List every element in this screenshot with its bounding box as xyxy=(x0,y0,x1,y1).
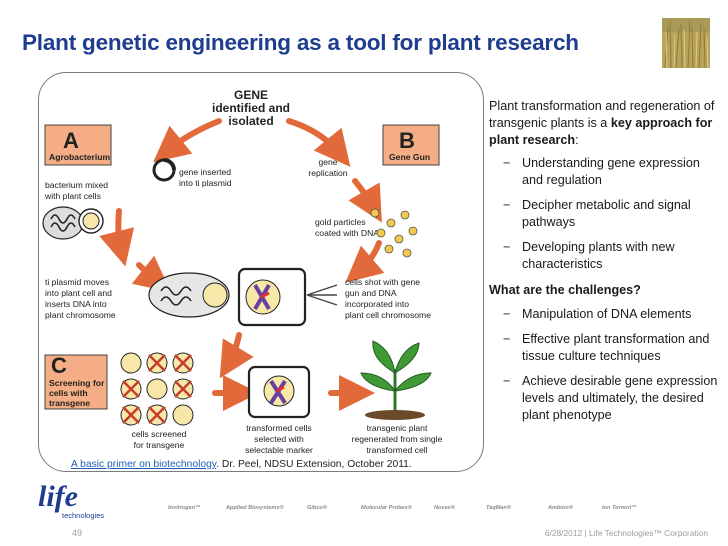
challenges-heading: What are the challenges? xyxy=(489,283,641,297)
bacteria-cell-icon xyxy=(42,206,104,240)
ti-plasmid-line-4: plant chromosome xyxy=(45,310,116,320)
brand-strip: Invitrogen™ Applied Biosystems® Gibco® M… xyxy=(162,505,722,515)
life-technologies-logo: life technologies xyxy=(36,478,136,527)
transgenic-plant-line-2: regenerated from single xyxy=(352,434,443,444)
transformed-cells-line-1: transformed cells xyxy=(246,423,311,433)
transgenic-plant-line-3: transformed cell xyxy=(366,445,427,455)
bullet-text: Understanding gene expression and regula… xyxy=(522,156,700,187)
transformation-diagram: GENE identified and isolated A Agrobacte… xyxy=(42,88,443,455)
wheat-field-image xyxy=(662,18,710,68)
brand-taqman: TaqMan® xyxy=(486,505,512,511)
transformed-cell-icon xyxy=(247,365,311,419)
gene-title-line-1: GENE xyxy=(234,88,268,102)
list-item: −Manipulation of DNA elements xyxy=(489,306,719,323)
box-b xyxy=(382,124,440,166)
list-item: −Developing plants with new characterist… xyxy=(489,239,719,273)
bullet-dash: − xyxy=(503,156,511,170)
box-c-label-1: Screening for xyxy=(49,378,105,388)
slide-title: Plant genetic engineering as a tool for … xyxy=(22,30,579,55)
brand-invitrogen: Invitrogen™ xyxy=(168,505,201,511)
transformed-cells-line-3: selectable marker xyxy=(245,445,313,455)
primer-link[interactable]: A basic primer on biotechnology xyxy=(71,459,217,470)
intro-paragraph: Plant transformation and regeneration of… xyxy=(489,98,719,149)
bacterium-mixed-line-2: with plant cells xyxy=(44,191,101,201)
gold-particles-line-2: coated with DNA xyxy=(315,228,379,238)
bullet-text: Decipher metabolic and signal pathways xyxy=(522,198,691,229)
gene-title-line-3: isolated xyxy=(228,114,273,128)
box-a xyxy=(44,124,112,166)
gene-replication-line-2: replication xyxy=(308,168,347,178)
ti-plasmid-line-1: ti plasmid moves xyxy=(45,277,109,287)
intro-bold: key approach for plant research xyxy=(489,116,713,147)
gold-particles-icon xyxy=(370,208,418,258)
box-c-letter: C xyxy=(51,353,67,378)
bullet-dash: − xyxy=(503,240,511,254)
gene-inserted-line-2: into ti plasmid xyxy=(179,178,232,188)
gene-replication-line-1: gene xyxy=(318,157,337,167)
box-b-letter: B xyxy=(399,128,415,153)
bullet-dash: − xyxy=(503,374,511,388)
source-caption: A basic primer on biotechnology. Dr. Pee… xyxy=(69,459,414,470)
flow-arrows xyxy=(99,118,385,411)
cells-screened-line-2: for transgene xyxy=(134,440,185,450)
bullet-dash: − xyxy=(503,198,511,212)
bullet-dash: − xyxy=(503,307,511,321)
svg-text:technologies: technologies xyxy=(62,511,104,520)
brand-ambion: Ambion® xyxy=(548,505,573,511)
brand-applied-biosystems: Applied Biosystems® xyxy=(226,505,284,511)
brand-novex: Novex® xyxy=(434,505,455,511)
box-b-label: Gene Gun xyxy=(389,152,430,162)
screening-grid-icon xyxy=(120,352,194,426)
box-a-label: Agrobacterium xyxy=(49,152,110,162)
plant-icon xyxy=(360,340,432,420)
diagram-frame: GENE identified and isolated A Agrobacte… xyxy=(38,72,484,472)
box-a-letter: A xyxy=(63,128,79,153)
page-number: 49 xyxy=(72,528,83,538)
bullet-text: Developing plants with new characteristi… xyxy=(522,240,675,271)
footer-note: 6/28/2012 | Life Technologies™ Corporati… xyxy=(544,528,708,538)
brand-ion-torrent: Ion Torrent™ xyxy=(602,505,637,511)
caption-rest: . Dr. Peel, NDSU Extension, October 2011… xyxy=(216,459,412,470)
bullet-text: Achieve desirable gene expression levels… xyxy=(522,374,718,422)
bullet-dash: − xyxy=(503,332,511,346)
cells-shot-line-2: gun and DNA xyxy=(345,288,397,298)
transgenic-plant-line-1: transgenic plant xyxy=(367,423,428,433)
brand-molecular-probes: Molecular Probes® xyxy=(361,505,412,511)
svg-text:life: life xyxy=(38,480,78,513)
box-c-label-2: cells with xyxy=(49,388,88,398)
gene-title-line-2: identified and xyxy=(212,101,290,115)
transformed-cells-line-2: selected with xyxy=(254,434,304,444)
gold-particles-line-1: gold particles xyxy=(315,217,366,227)
ti-plasmid-line-3: inserts DNA into xyxy=(45,299,107,309)
list-item: −Understanding gene expression and regul… xyxy=(489,155,719,189)
cells-shot-line-4: plant cell chromosome xyxy=(345,310,431,320)
cells-shot-line-3: incorporated into xyxy=(345,299,409,309)
intro-plain: Plant transformation and regeneration of… xyxy=(489,99,715,130)
bullet-text: Effective plant transformation and tissu… xyxy=(522,332,710,363)
intro-end: : xyxy=(575,133,579,147)
content-panel: Plant transformation and regeneration of… xyxy=(489,98,719,432)
list-item: −Decipher metabolic and signal pathways xyxy=(489,197,719,231)
box-c-label-3: transgene xyxy=(49,398,90,408)
cells-shot-line-1: cells shot with gene xyxy=(345,277,420,287)
challenge-bullets: −Manipulation of DNA elements −Effective… xyxy=(489,306,719,424)
research-bullets: −Understanding gene expression and regul… xyxy=(489,155,719,273)
cells-screened-line-1: cells screened xyxy=(132,429,187,439)
list-item: −Effective plant transformation and tiss… xyxy=(489,331,719,365)
box-c xyxy=(44,354,108,410)
bacterium-mixed-line-1: bacterium mixed xyxy=(45,180,108,190)
ti-plasmid-line-2: into plant cell and xyxy=(45,288,112,298)
cell-fusion-icon xyxy=(148,267,338,327)
list-item: −Achieve desirable gene expression level… xyxy=(489,373,719,424)
gene-inserted-line-1: gene inserted xyxy=(179,167,231,177)
plasmid-icon xyxy=(152,158,176,182)
bullet-text: Manipulation of DNA elements xyxy=(522,307,692,321)
brand-gibco: Gibco® xyxy=(307,505,327,511)
